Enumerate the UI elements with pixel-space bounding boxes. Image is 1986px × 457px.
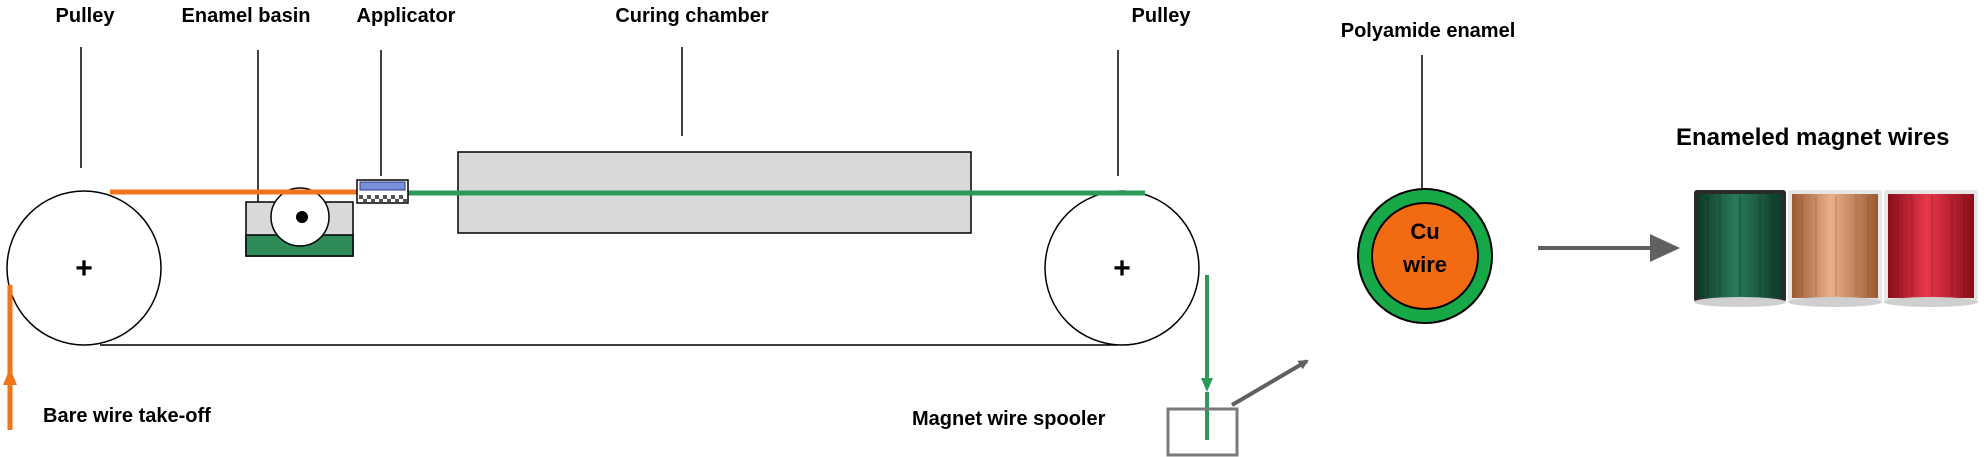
spooler-to-crosssection-arrow <box>1230 359 1309 407</box>
pulley-left-label: Pulley <box>56 5 116 27</box>
pulley-right-label: Pulley <box>1132 5 1192 27</box>
bare-wire-takeoff-label: Bare wire take-off <box>43 405 211 427</box>
green-spool-icon <box>1694 190 1786 307</box>
applicator-label: Applicator <box>357 5 456 27</box>
cu-label-line1: Cu <box>1410 219 1439 244</box>
copper-spool-icon <box>1788 190 1882 307</box>
applicator-pattern <box>359 195 407 202</box>
pulley-left-plus: + <box>75 252 93 285</box>
enameled-magnet-wires-label: Enameled magnet wires <box>1676 124 1949 151</box>
bare-wire-arrowhead <box>3 368 17 385</box>
copper-core <box>1371 202 1479 310</box>
basin-roller-axle <box>296 211 308 223</box>
curing-chamber-label: Curing chamber <box>615 5 769 27</box>
enamel-basin-label: Enamel basin <box>182 5 311 27</box>
pulley-right-plus: + <box>1113 252 1131 285</box>
magnet-wire-spooler <box>1166 407 1239 457</box>
magnet-wire-spools-icon <box>1694 190 1978 307</box>
pulley-left <box>6 190 162 346</box>
red-spool-icon <box>1884 190 1978 307</box>
enameled-wire-arrowhead <box>1201 378 1213 392</box>
magnet-wire-spooler-label: Magnet wire spooler <box>912 408 1106 430</box>
applicator-die <box>359 181 406 191</box>
cu-label-line2: wire <box>1402 252 1447 277</box>
right-arrow-icon <box>1650 234 1680 262</box>
polyamide-enamel-label: Polyamide enamel <box>1341 20 1516 42</box>
